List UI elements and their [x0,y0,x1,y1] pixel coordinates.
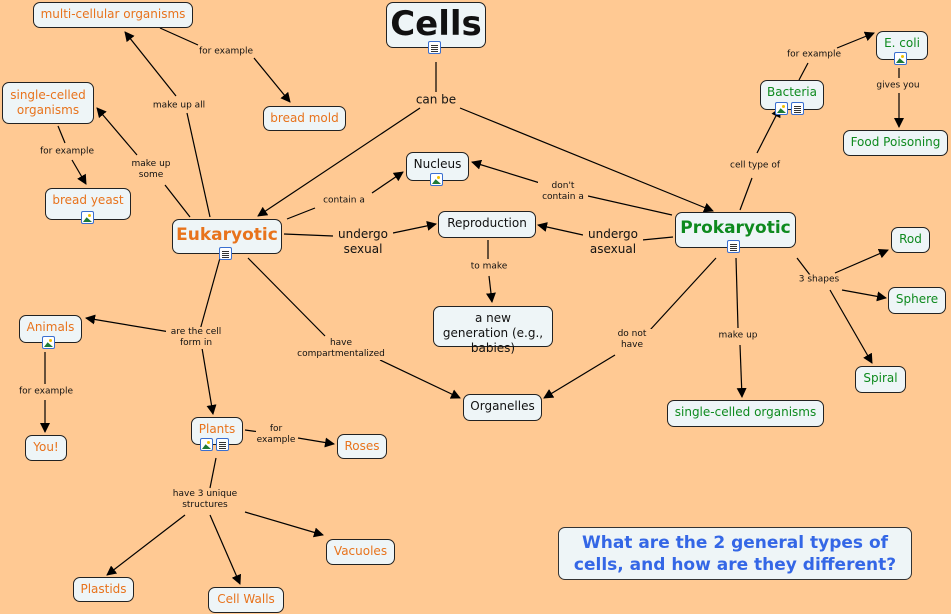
document-icon[interactable] [727,240,740,253]
resource-icons[interactable] [42,336,55,349]
link-label-undergo-asexual: undergo asexual [583,227,643,257]
link-label-3-shapes: 3 shapes [798,274,840,286]
concept-cell-walls[interactable]: Cell Walls [208,587,284,613]
concept-e-coli[interactable]: E. coli [876,31,928,60]
concept-reproduction[interactable]: Reproduction [438,211,536,238]
link-label-for-example: for example [787,49,841,61]
document-icon[interactable] [219,247,232,260]
concept-single-celled-organisms[interactable]: single-celled organisms [2,82,94,124]
concept-new-generation[interactable]: a new generation (e.g., babies) [433,306,553,355]
link-label-have-3-unique-structures: have 3 unique structures [167,489,243,511]
resource-icons[interactable] [727,240,740,253]
concept-plastids[interactable]: Plastids [73,577,134,602]
concept-multicellular-organisms[interactable]: multi-cellular organisms [33,2,193,28]
concept-food-poisoning[interactable]: Food Poisoning [843,130,948,156]
concept-sphere[interactable]: Sphere [888,287,946,314]
link-label-for-example: for example [199,46,253,58]
link-label-can-be: can be [415,92,457,108]
resource-icons[interactable] [200,438,229,451]
link-label-gives-you: gives you [876,80,920,92]
link-label-dont-contain-a: don't contain a [538,181,588,203]
concept-single-celled-organisms-prokaryotic[interactable]: single-celled organisms [667,400,824,427]
resource-icons[interactable] [894,52,907,65]
link-label-are-the-cell-form-in: are the cell form in [166,327,226,349]
link-label-undergo-sexual: undergo sexual [333,227,393,257]
link-label-for-example: for example [19,386,73,398]
concept-you[interactable]: You! [25,435,67,461]
link-label-for-example: for example [40,146,94,158]
link-label-make-up-some: make up some [126,159,176,181]
concept-organelles[interactable]: Organelles [463,394,542,421]
document-icon[interactable] [216,438,229,451]
link-label-contain-a: contain a [323,195,365,207]
link-label-to-make: to make [470,261,508,273]
concept-bread-mold[interactable]: bread mold [263,106,346,131]
concept-roses[interactable]: Roses [337,434,387,459]
link-label-cell-type-of: cell type of [730,160,780,172]
image-icon[interactable] [200,438,213,451]
concept-bread-yeast[interactable]: bread yeast [45,188,131,220]
image-icon[interactable] [42,336,55,349]
document-icon[interactable] [791,102,804,115]
document-icon[interactable] [428,41,441,54]
link-label-make-up: make up [718,330,758,342]
concept-cells[interactable]: Cells [386,2,486,48]
image-icon[interactable] [894,52,907,65]
link-label-make-up-all: make up all [152,100,206,112]
concept-rod[interactable]: Rod [891,227,930,253]
resource-icons[interactable] [775,102,804,115]
resource-icons[interactable] [430,173,443,186]
link-label-for-example: for example [256,424,296,446]
resource-icons[interactable] [219,247,232,260]
image-icon[interactable] [430,173,443,186]
link-label-have-compartmentalized: have compartmentalized [291,338,391,360]
resource-icons[interactable] [81,211,94,224]
link-label-do-not-have: do not have [612,329,652,351]
concept-spiral[interactable]: Spiral [855,366,906,393]
image-icon[interactable] [81,211,94,224]
image-icon[interactable] [775,102,788,115]
resource-icons[interactable] [428,41,441,54]
concept-vacuoles[interactable]: Vacuoles [326,539,395,565]
focus-question: What are the 2 general types of cells, a… [558,527,912,580]
